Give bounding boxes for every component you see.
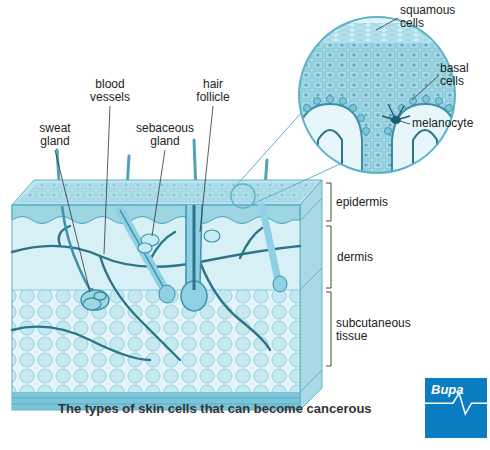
part-label: hair follicle: [186, 78, 240, 104]
part-label: dermis: [337, 251, 417, 264]
part-label: squamous cells: [400, 4, 472, 30]
part-label: melanocyte: [412, 117, 482, 130]
logo-box: Bupa: [425, 378, 487, 438]
logo-text: Bupa: [431, 382, 464, 397]
part-label: sweat gland: [28, 122, 82, 148]
part-label: blood vessels: [78, 78, 142, 104]
figure-caption: The types of skin cells that can become …: [58, 401, 372, 416]
part-label: epidermis: [336, 196, 416, 209]
part-label: sebaceous gland: [124, 122, 206, 148]
part-label: basal cells: [440, 62, 488, 88]
part-label: subcutaneous tissue: [336, 317, 426, 343]
